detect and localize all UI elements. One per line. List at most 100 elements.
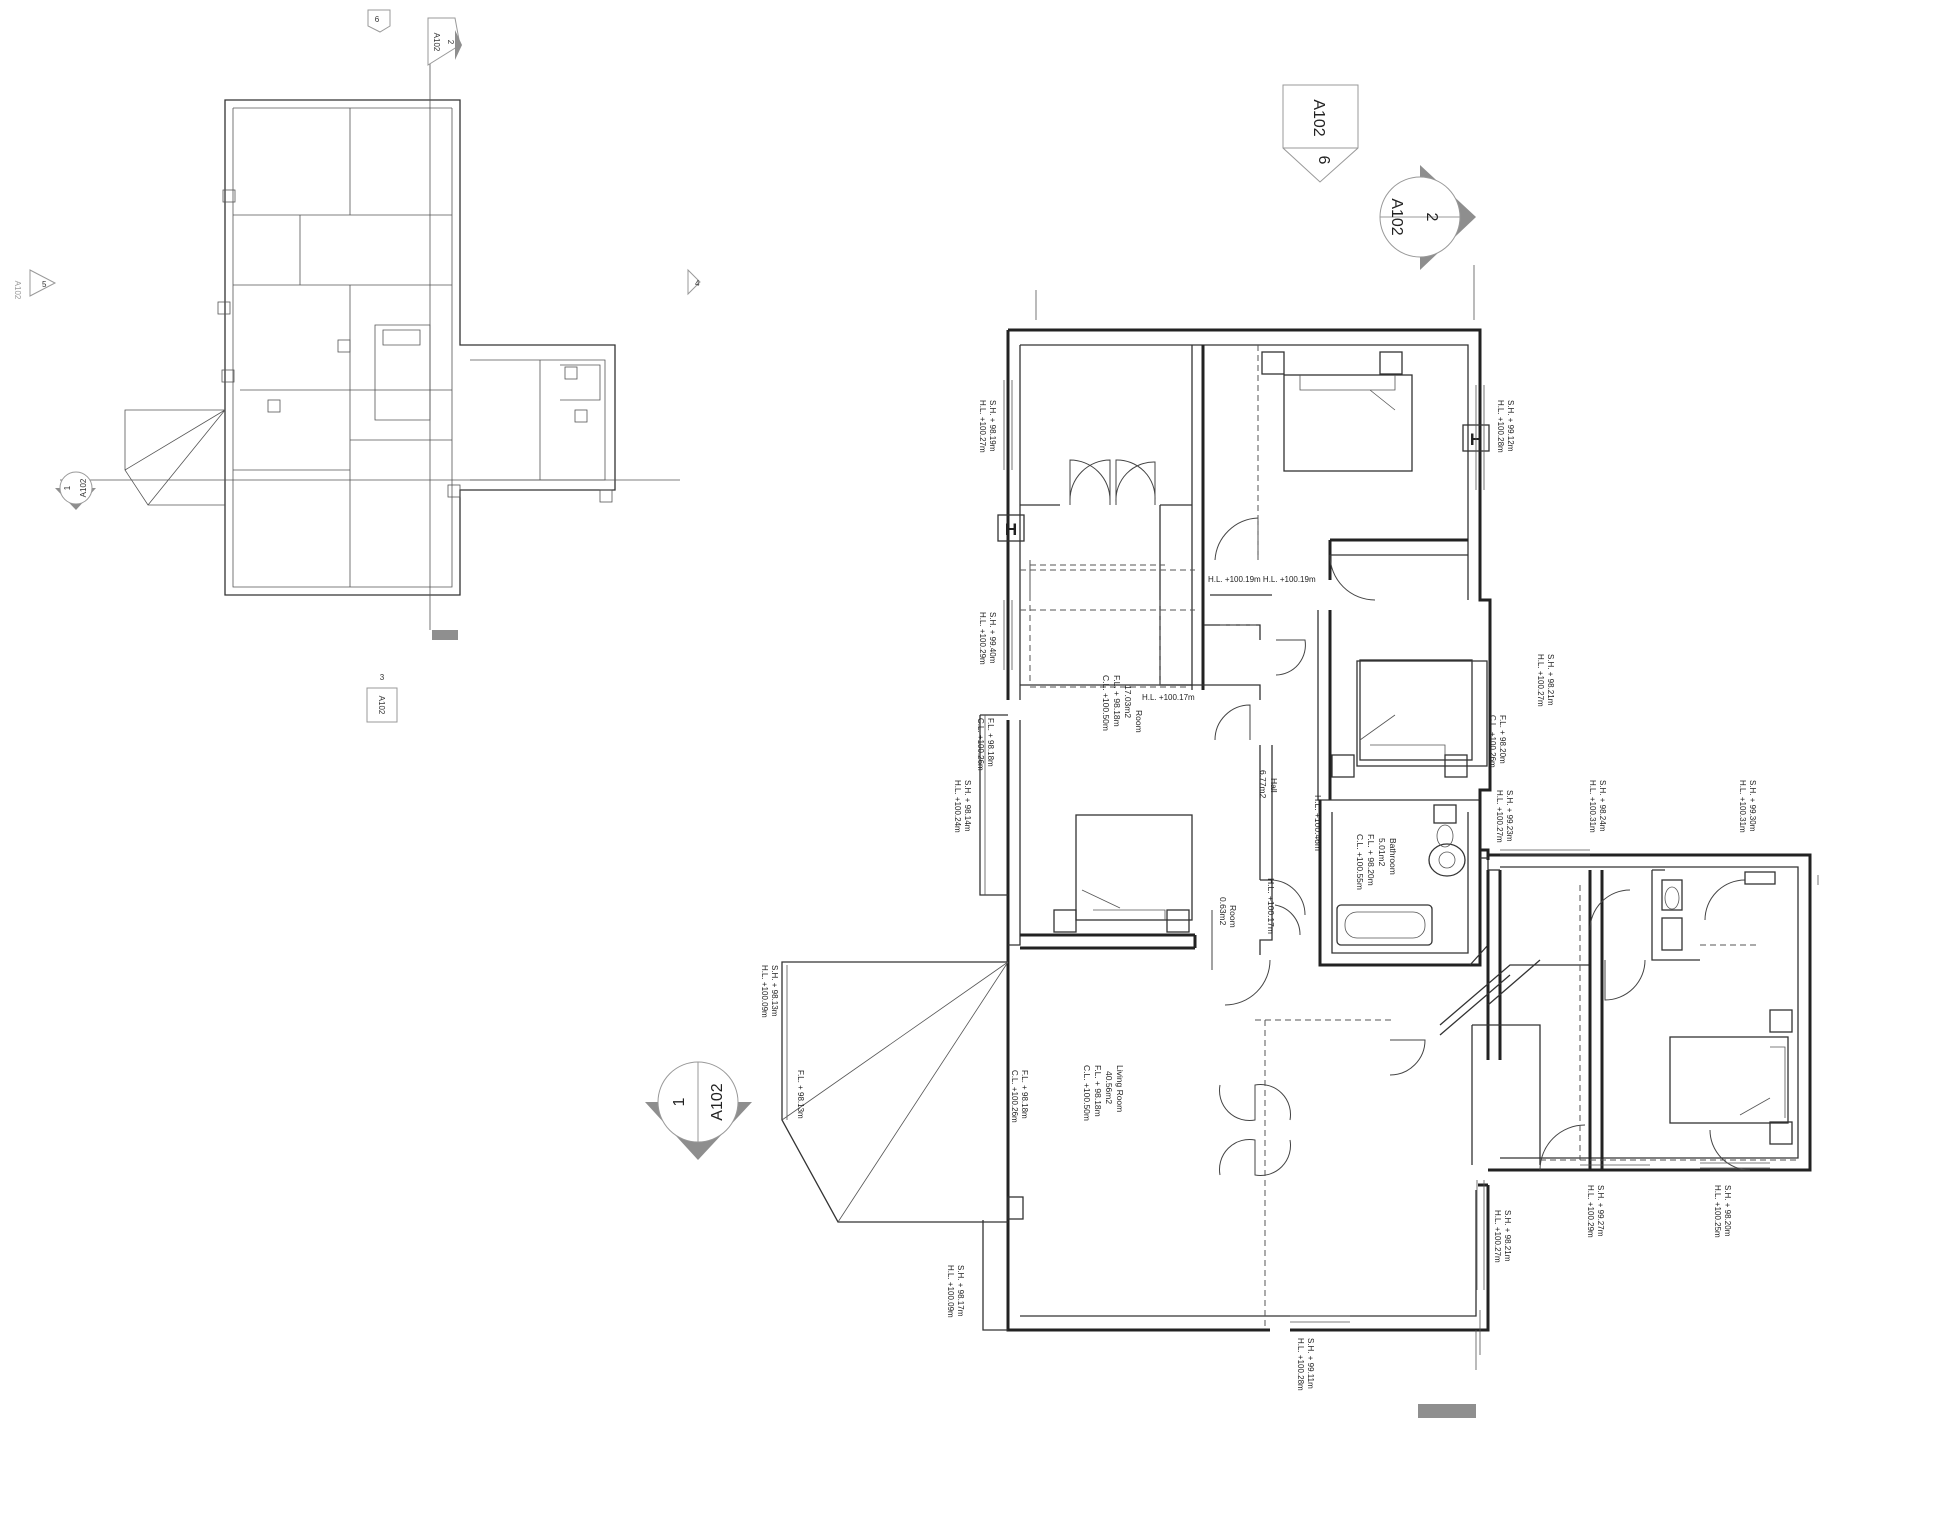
svg-text:S.H. + 98.21m: S.H. + 98.21m [1546,654,1555,706]
svg-text:S.H. + 99.40m: S.H. + 99.40m [988,612,997,664]
svg-text:40.56m2: 40.56m2 [1104,1071,1114,1104]
section-marker-6: A102 6 [1282,84,1359,183]
svg-text:4: 4 [695,279,700,288]
scale-bar [1418,1404,1476,1418]
svg-text:S.H. + 99.27m: S.H. + 99.27m [1596,1185,1605,1237]
svg-text:H.L. +100.27m: H.L. +100.27m [1493,1210,1502,1263]
heater-symbols: H H [997,424,1490,1220]
section-marker-1: 1 A102 [645,1061,752,1160]
svg-text:H.L. +100.25m: H.L. +100.25m [1713,1185,1722,1238]
svg-text:H.L. +100.27m: H.L. +100.27m [978,400,987,453]
svg-text:S.H. + 98.20m: S.H. + 98.20m [1723,1185,1732,1237]
svg-text:H.L. +100.17m: H.L. +100.17m [1142,693,1195,702]
svg-text:0.63m2: 0.63m2 [1218,897,1228,926]
svg-text:3: 3 [380,673,385,682]
svg-text:S.H. + 98.21m: S.H. + 98.21m [1503,1210,1512,1262]
svg-text:H.L. +100.31m: H.L. +100.31m [1738,780,1747,833]
svg-text:S.H. + 99.11m: S.H. + 99.11m [1306,1338,1315,1389]
key-plan-sheet-ref: A102 [13,281,22,300]
svg-text:F.L. + 98.20m: F.L. + 98.20m [1498,715,1507,764]
room-label-bathroom: Bathroom 5.01m2 F.L. + 98.20m C.L. +100.… [1355,834,1398,890]
key-plan-marker-6: 6 [367,9,391,33]
doors [1069,459,1751,1176]
svg-text:F.L. + 98.18m: F.L. + 98.18m [1020,1070,1029,1119]
section-marker-2-sheet: A102 [1388,198,1405,235]
svg-text:H.L. +100.19m H.L. +100.19m: H.L. +100.19m H.L. +100.19m [1208,575,1316,584]
key-plan-marker-1: 1 A102 [55,471,96,510]
key-plan: 1 A102 2 A102 3 A102 4 5 [13,9,701,723]
svg-text:H.L. +100.24m: H.L. +100.24m [953,780,962,833]
svg-text:F.L. + 98.18m: F.L. + 98.18m [1093,1065,1103,1117]
section-marker-6-number: 6 [1315,156,1332,165]
svg-text:F.L. + 98.13m: F.L. + 98.13m [796,1070,805,1119]
bathroom-fixtures [1336,804,1776,951]
store-hl-label: H.L. +100.17m [1266,878,1276,934]
svg-text:Room: Room [1134,710,1144,733]
svg-text:S.H. + 99.23m: S.H. + 99.23m [1505,790,1514,842]
svg-text:A102: A102 [377,696,386,715]
window-marks [1003,265,1819,1370]
svg-text:H.L. +100.31m: H.L. +100.31m [1588,780,1597,833]
svg-text:5.01m2: 5.01m2 [1377,838,1387,867]
svg-text:F.L. + 98.18m: F.L. + 98.18m [986,718,995,767]
heater-symbol: H [1005,520,1017,539]
key-plan-marker-5: 5 [29,269,57,297]
svg-text:Hall: Hall [1269,778,1279,793]
svg-text:A102: A102 [432,33,441,52]
section-marker-6-sheet: A102 [1310,99,1327,136]
section-marker-1-number: 1 [671,1097,688,1106]
section-marker-2: 2 A102 [1379,165,1476,270]
section-marker-2-number: 2 [1423,213,1440,222]
svg-text:H.L. +100.28m: H.L. +100.28m [1296,1338,1305,1391]
svg-text:S.H. + 98.19m: S.H. + 98.19m [988,400,997,452]
dashed-lines [1020,345,1800,1330]
room-label-store: Room 0.63m2 [1218,897,1238,928]
outer-walls [1006,328,1812,1332]
svg-text:A102: A102 [79,478,88,497]
section-marker-1-sheet: A102 [709,1083,726,1120]
svg-text:C.L. +100.26m: C.L. +100.26m [1010,1070,1019,1123]
svg-text:C.L. +100.55m: C.L. +100.55m [1355,834,1365,890]
key-plan-marker-2: 2 A102 [427,17,462,66]
svg-text:H.L. +100.27m: H.L. +100.27m [1495,790,1504,843]
svg-text:H.L. +100.29m: H.L. +100.29m [1586,1185,1595,1238]
svg-text:C.L. +100.26m: C.L. +100.26m [1488,715,1497,768]
svg-text:S.H. + 99.12m: S.H. + 99.12m [1506,400,1515,452]
svg-text:Bathroom: Bathroom [1388,838,1398,875]
svg-text:H.L. +100.29m: H.L. +100.29m [978,612,987,665]
svg-text:H.L. +100.28m: H.L. +100.28m [1496,400,1505,453]
room-label-room-upper: Room 17.03m2 F.L. + 98.18m C.L. +100.50m [1101,675,1144,733]
svg-text:S.H. + 98.13m: S.H. + 98.13m [770,965,779,1017]
svg-text:C.L. +100.50m: C.L. +100.50m [1082,1065,1092,1121]
svg-text:S.H. + 99.30m: S.H. + 99.30m [1748,780,1757,832]
bay-window [979,714,1008,896]
svg-text:F.L. + 98.18m: F.L. + 98.18m [1112,675,1122,727]
conservatory [781,961,1009,1331]
room-label-living: Living Room 40.56m2 F.L. + 98.18m C.L. +… [1082,1065,1125,1121]
svg-text:6.77m2: 6.77m2 [1258,770,1268,799]
svg-text:H.L. +100.27m: H.L. +100.27m [1536,654,1545,707]
svg-text:5: 5 [42,280,47,289]
hall-hl-label: H.L. +100.46m [1313,795,1323,851]
svg-text:17.03m2: 17.03m2 [1123,685,1133,718]
main-plan: H H [781,265,1819,1418]
svg-text:C.L. +100.26m: C.L. +100.26m [976,718,985,771]
key-plan-marker-4: 4 [687,268,701,296]
svg-text:6: 6 [375,15,380,24]
svg-text:H.L. +100.09m: H.L. +100.09m [946,1265,955,1318]
svg-text:S.H. + 98.24m: S.H. + 98.24m [1598,780,1607,832]
svg-text:S.H. + 98.14m: S.H. + 98.14m [963,780,972,832]
room-label-hall: Hall 6.77m2 [1258,770,1279,799]
svg-text:1: 1 [63,485,72,490]
svg-text:S.H. + 98.17m: S.H. + 98.17m [956,1265,965,1317]
bedroom-furniture [1053,351,1793,1145]
svg-text:Room: Room [1228,905,1238,928]
key-plan-marker-3: 3 A102 [366,673,398,723]
svg-text:F.L. + 98.20m: F.L. + 98.20m [1366,834,1376,886]
room-labels: Room 17.03m2 F.L. + 98.18m C.L. +100.50m… [1082,675,1398,1121]
svg-text:C.L. +100.50m: C.L. +100.50m [1101,675,1111,731]
svg-text:H.L. +100.09m: H.L. +100.09m [760,965,769,1018]
svg-text:2: 2 [446,40,455,45]
